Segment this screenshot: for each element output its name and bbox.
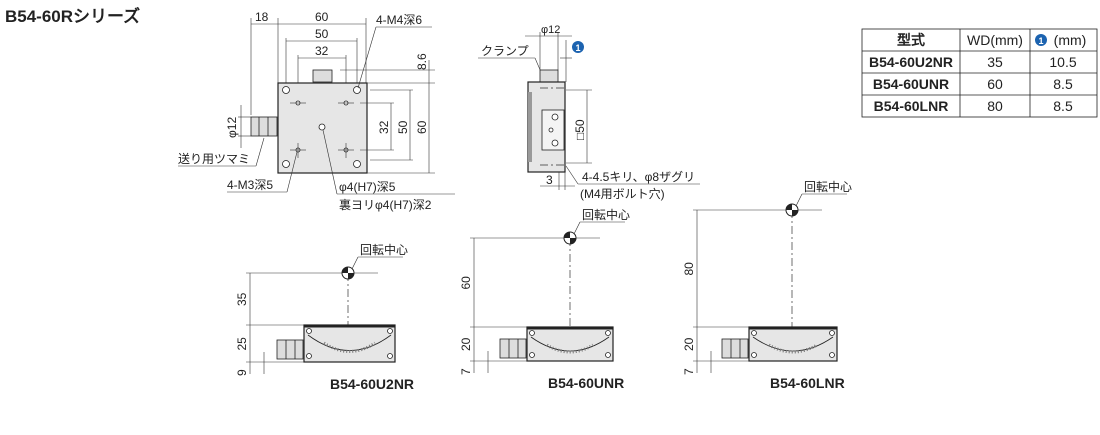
- dim-3: 3: [546, 173, 553, 187]
- dim-32-width: 32: [315, 44, 329, 58]
- label-bolt-holes-sub: (M4用ボルト穴): [580, 186, 665, 201]
- cell-dim: 8.5: [1053, 76, 1073, 92]
- dim-60-height: 60: [415, 120, 429, 134]
- label-m3-holes: 4-M3深5: [227, 178, 273, 192]
- label-pin-hole-back: 裏ヨリφ4(H7)深2: [339, 197, 432, 212]
- dim-50-width: 50: [315, 27, 329, 41]
- dim-32-height: 32: [377, 120, 391, 134]
- marker-1-icon: [572, 41, 584, 53]
- cell-dim: 10.5: [1049, 54, 1076, 70]
- table-header-model: 型式: [897, 32, 925, 48]
- label-bolt-holes: 4-4.5キリ、φ8ザグリ: [582, 170, 695, 184]
- stage-body-front: [303, 324, 396, 363]
- cell-wd: 80: [987, 98, 1003, 114]
- cell-model: B54-60U2NR: [869, 54, 953, 70]
- dim-wd: 35: [235, 292, 249, 306]
- marker-1-icon: [1035, 34, 1047, 46]
- model-label: B54-60LNR: [770, 375, 845, 391]
- feed-knob: [499, 338, 527, 359]
- label-feed-knob: 送り用ツマミ: [178, 151, 250, 166]
- label-m4-holes: 4-M4深6: [376, 13, 422, 27]
- table-header-wd: WD(mm): [967, 32, 1023, 48]
- label-rotation-center: 回転中心: [360, 242, 408, 257]
- cell-wd: 60: [987, 76, 1003, 92]
- clamp: [539, 69, 559, 83]
- marker-1-text: 1: [575, 43, 580, 53]
- mounting-holes: [282, 86, 361, 168]
- table-header-dim: (mm): [1054, 32, 1087, 48]
- cell-dim: 8.5: [1053, 98, 1073, 114]
- dim-60-width: 60: [315, 10, 329, 24]
- dim-height: 20: [682, 337, 696, 351]
- dim-50-height: 50: [396, 120, 410, 134]
- label-rotation-center: 回転中心: [804, 179, 852, 194]
- dim-phi12-clamp: φ12: [541, 24, 560, 36]
- label-rotation-center: 回転中心: [582, 207, 630, 222]
- model-label: B54-60U2NR: [330, 376, 414, 392]
- dim-18: 18: [255, 10, 269, 24]
- dim-offset: 9: [235, 369, 249, 376]
- dim-phi12-knob: φ12: [225, 117, 239, 138]
- top-view: 18 60 50 32 φ12 32 50 60 8.6 4-M4: [178, 10, 455, 212]
- stage-body-front: [526, 326, 614, 362]
- dim-wd: 80: [682, 262, 696, 276]
- cell-model: B54-60LNR: [874, 98, 949, 114]
- table-row: B54-60LNR 80 8.5: [874, 98, 1073, 114]
- stage-body-front: [748, 326, 838, 362]
- cell-model: B54-60UNR: [873, 76, 949, 92]
- series-title: B54-60Rシリーズ: [5, 6, 140, 26]
- dim-8-6: 8.6: [415, 53, 429, 70]
- model-label: B54-60UNR: [548, 375, 624, 391]
- cell-wd: 35: [987, 54, 1003, 70]
- table-row: B54-60U2NR 35 10.5: [869, 54, 1077, 70]
- table-header-marker: 1: [1038, 36, 1043, 46]
- feed-knob: [250, 116, 278, 137]
- feed-knob: [721, 338, 749, 359]
- label-clamp: クランプ: [481, 44, 529, 58]
- dim-height: 20: [459, 337, 473, 351]
- label-pin-hole: φ4(H7)深5: [339, 180, 396, 194]
- clamp-knob: [312, 69, 333, 83]
- spec-table: 型式 WD(mm) 1 (mm) B54-60U2NR 35 10.5 B54-…: [861, 28, 1098, 118]
- dim-height: 25: [235, 337, 249, 351]
- dim-wd: 60: [459, 276, 473, 290]
- side-view: φ12 クランプ 1 □50 3 4-4.5キリ、φ8ザグリ (M4用ボルト穴): [478, 24, 700, 201]
- dim-offset: 7: [459, 368, 473, 375]
- feed-knob: [276, 339, 304, 360]
- table-row: B54-60UNR 60 8.5: [873, 76, 1073, 92]
- dim-square-50: □50: [573, 119, 587, 140]
- dim-offset: 7: [682, 368, 696, 375]
